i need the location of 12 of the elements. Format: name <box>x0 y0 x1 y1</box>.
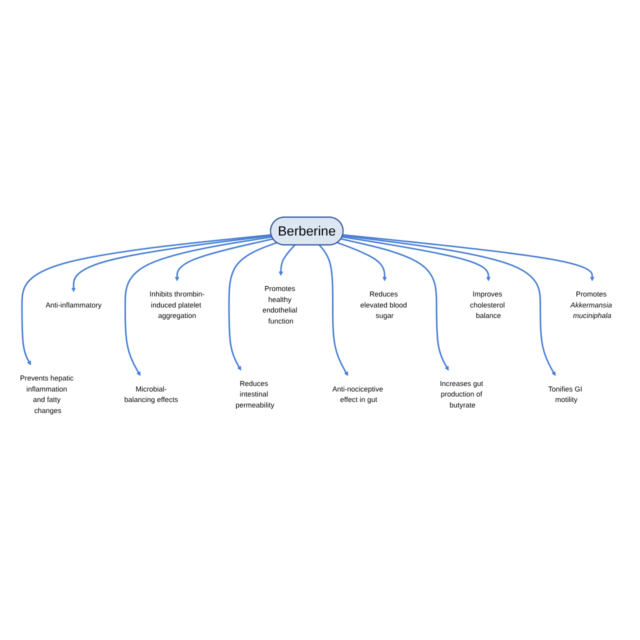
arrow <box>174 238 274 281</box>
arrow <box>278 244 296 276</box>
arrow <box>337 242 387 281</box>
arrow <box>318 244 348 376</box>
arrow <box>228 242 278 370</box>
arrow <box>342 234 594 281</box>
arrow <box>340 238 449 370</box>
arrow <box>124 236 272 376</box>
arrow <box>71 234 272 292</box>
arrow <box>342 236 491 281</box>
arrow <box>342 234 556 376</box>
arrow <box>21 234 272 365</box>
